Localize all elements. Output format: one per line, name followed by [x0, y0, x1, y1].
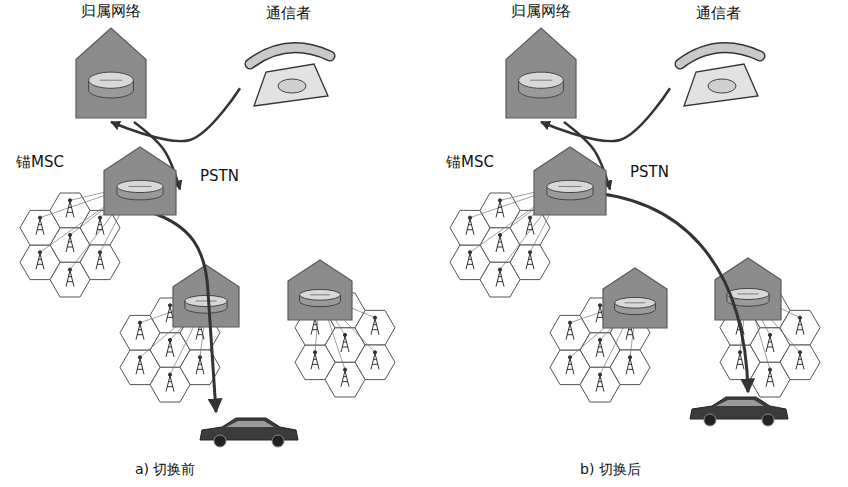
radio-link — [500, 185, 565, 270]
cell-hexagon — [450, 245, 490, 280]
cell-cluster — [450, 185, 565, 297]
radio-link — [70, 185, 135, 235]
home-network-node: 归属网络 — [70, 2, 152, 122]
cell-tower — [566, 356, 574, 375]
node-label: 锚MSC — [446, 153, 494, 171]
cell-tower — [766, 368, 774, 387]
cell-tower — [796, 316, 804, 335]
cell-tower — [371, 351, 379, 370]
cell-tower — [196, 356, 204, 375]
cell-tower — [371, 316, 379, 335]
cell-tower — [766, 333, 774, 352]
cell-tower — [736, 351, 744, 370]
msc-building — [603, 268, 667, 328]
cell-tower — [341, 333, 349, 352]
subfigure-caption: a) 切换前 — [133, 461, 198, 478]
node-shape — [70, 2, 152, 122]
car — [690, 397, 788, 426]
node-label: 通信者 — [670, 4, 766, 22]
home-network-node: 归属网络 — [500, 2, 582, 122]
cell-tower — [136, 321, 144, 340]
cell-tower — [496, 268, 504, 287]
telephone-icon — [250, 48, 330, 106]
cell-hexagon — [50, 193, 90, 228]
network-label: PSTN — [628, 163, 671, 181]
node-shape — [240, 4, 336, 112]
cell-tower — [136, 356, 144, 375]
cell-tower — [796, 351, 804, 370]
cell-hexagon — [20, 245, 60, 280]
cell-tower — [166, 338, 174, 357]
msc-building — [715, 258, 781, 320]
msc-building — [288, 260, 352, 320]
cell-tower — [466, 216, 474, 235]
call-route — [150, 212, 216, 412]
cell-tower — [66, 233, 74, 252]
node-shape — [500, 2, 582, 122]
msc-building — [76, 28, 146, 118]
radio-link — [70, 185, 135, 200]
cell-tower — [596, 338, 604, 357]
call-route — [580, 192, 748, 392]
cell-tower — [36, 251, 44, 270]
car — [200, 418, 298, 447]
anchor-msc-node: 锚MSC — [14, 143, 180, 218]
radio-link — [500, 185, 565, 235]
node-label: 归属网络 — [500, 2, 582, 20]
radio-link — [470, 185, 565, 218]
cell-tower — [526, 216, 534, 235]
cell-tower — [466, 251, 474, 270]
cell-hexagon — [120, 350, 160, 385]
cell-tower — [341, 368, 349, 387]
cell-tower — [526, 251, 534, 270]
cell-tower — [166, 373, 174, 392]
anchor-msc-node: 锚MSC — [444, 143, 610, 218]
node-label: 归属网络 — [70, 2, 152, 20]
signal-route — [541, 88, 670, 141]
cell-tower — [96, 216, 104, 235]
msc-building — [104, 147, 176, 215]
msc-building — [506, 28, 576, 118]
radio-link — [40, 185, 135, 252]
radio-link — [470, 185, 565, 252]
node-shape — [14, 143, 180, 218]
radio-link — [40, 185, 135, 218]
signal-route — [134, 122, 180, 190]
cell-tower — [66, 199, 74, 218]
cell-tower — [496, 233, 504, 252]
node-shape — [444, 143, 610, 218]
radio-link — [530, 185, 565, 218]
cell-tower — [496, 199, 504, 218]
radio-link — [70, 185, 135, 270]
cell-tower — [96, 251, 104, 270]
cell-cluster — [20, 185, 135, 297]
radio-link — [500, 185, 565, 200]
correspondent-node: 通信者 — [670, 4, 766, 112]
signal-route — [564, 122, 610, 190]
cell-tower — [626, 356, 634, 375]
node-label: 锚MSC — [16, 153, 64, 171]
telephone-icon — [680, 48, 760, 106]
node-label: 通信者 — [240, 4, 336, 22]
cell-tower — [36, 216, 44, 235]
cell-hexagon — [480, 193, 520, 228]
cell-tower — [311, 351, 319, 370]
radio-link — [100, 185, 135, 218]
node-shape — [670, 4, 766, 112]
signal-route — [111, 88, 240, 141]
correspondent-node: 通信者 — [240, 4, 336, 112]
cell-tower — [66, 268, 74, 287]
cell-tower — [566, 321, 574, 340]
cell-hexagon — [550, 350, 590, 385]
network-label: PSTN — [198, 167, 241, 185]
subfigure-caption: b) 切换后 — [578, 461, 643, 478]
cell-tower — [596, 373, 604, 392]
msc-building — [534, 147, 606, 215]
